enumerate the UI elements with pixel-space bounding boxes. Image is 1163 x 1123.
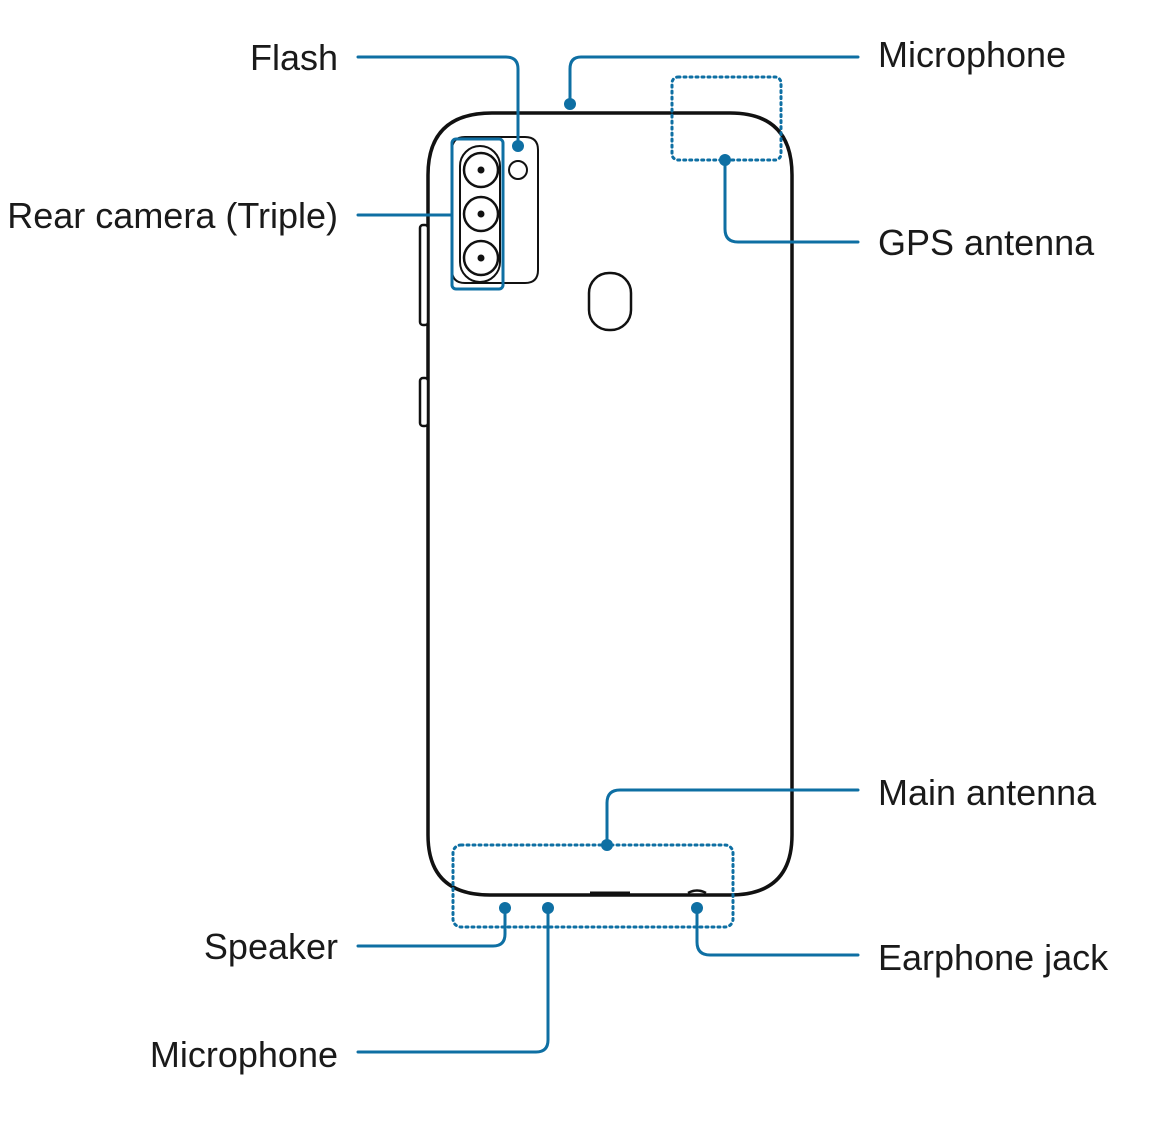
dot-gps (719, 154, 731, 166)
leader-main-antenna (605, 788, 860, 847)
leader-mic-bottom (356, 906, 550, 1054)
leader-mic-top (568, 55, 860, 106)
lens-2 (462, 195, 500, 233)
leader-earphone (695, 906, 860, 957)
label-rear-camera: Rear camera (Triple) (7, 195, 338, 236)
label-speaker: Speaker (204, 926, 338, 967)
lens-3 (462, 239, 500, 277)
dot-main-antenna (601, 839, 613, 851)
power-button (418, 376, 430, 428)
phone-body (418, 111, 794, 897)
label-earphone-jack: Earphone jack (878, 937, 1109, 978)
label-flash: Flash (250, 37, 338, 78)
phone-outline (426, 111, 794, 897)
flash-lamp (508, 160, 528, 180)
dot-speaker (499, 902, 511, 914)
fingerprint-sensor (587, 271, 633, 332)
callout-lines (356, 55, 860, 1054)
label-microphone-top: Microphone (878, 34, 1066, 75)
jack-notch (687, 889, 707, 895)
leader-speaker (356, 906, 507, 948)
dot-earphone (691, 902, 703, 914)
lens-strip (459, 145, 501, 283)
label-main-antenna: Main antenna (878, 772, 1097, 813)
label-gps-antenna: GPS antenna (878, 222, 1095, 263)
leader-flash (356, 55, 520, 148)
label-microphone-bottom: Microphone (150, 1034, 338, 1075)
dot-mic-top (564, 98, 576, 110)
volume-button (418, 223, 430, 327)
dot-flash (512, 140, 524, 152)
dot-mic-bottom (542, 902, 554, 914)
camera-module (450, 136, 539, 291)
lens-1 (462, 151, 500, 189)
main-antenna-zone (451, 843, 735, 929)
leader-gps (723, 158, 860, 244)
